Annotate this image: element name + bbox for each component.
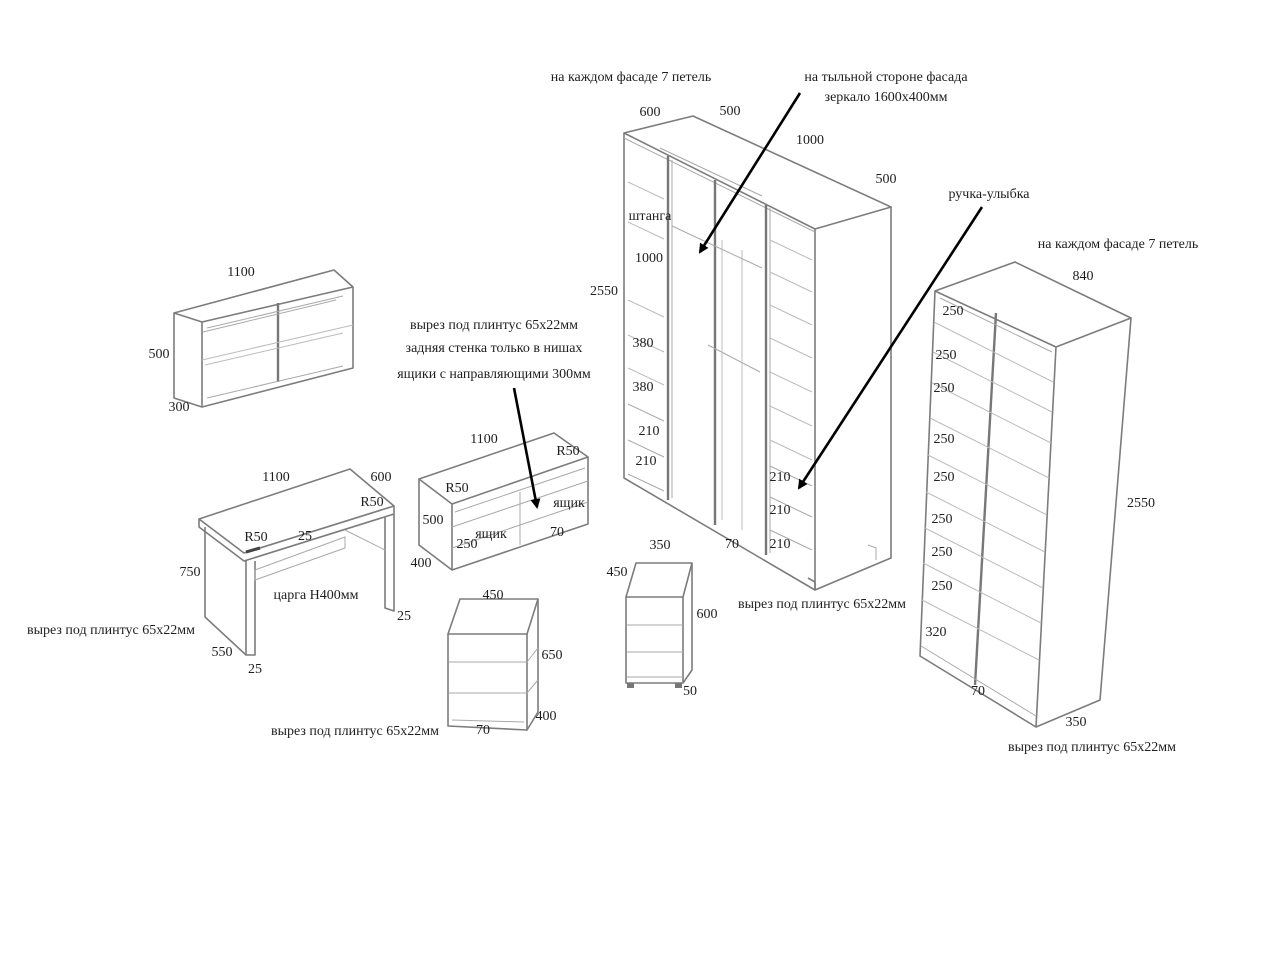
wardrobe-dim-600: 600 <box>640 105 661 120</box>
tall-cabinet-shelf-7: 250 <box>932 545 953 560</box>
labels: на каждом фасаде 7 петель на тыльной сто… <box>27 70 1198 755</box>
wardrobe-dim-1000-left: 1000 <box>635 251 663 266</box>
mirror-pointer-arrow <box>698 92 802 254</box>
tall-cabinet-shelf-5: 250 <box>934 470 955 485</box>
note-tv-line2: задняя стенка только в нишах <box>406 341 583 356</box>
tall-cabinet-dim-2550: 2550 <box>1127 496 1155 511</box>
pedestal <box>625 562 693 688</box>
tall-cabinet-dim-350: 350 <box>1066 715 1087 730</box>
desk-dim-25-top: 25 <box>298 529 312 544</box>
note-tv-line1: вырез под плинтус 65х22мм <box>410 318 578 333</box>
wardrobe-rod-label: штанга <box>629 209 673 224</box>
note-tv-line3: ящики с направляющими 300мм <box>397 367 591 382</box>
tall-cabinet-shelf-2: 250 <box>936 348 957 363</box>
tv-stand <box>418 432 589 571</box>
pedestal-dim-450: 450 <box>607 565 628 580</box>
tv-notes-pointer-arrow <box>512 387 541 509</box>
tall-cabinet-shelf-4: 250 <box>934 432 955 447</box>
wardrobe-dim-210-l1: 210 <box>639 424 660 439</box>
wardrobe-dim-380-a: 380 <box>633 336 654 351</box>
dresser-dim-450: 450 <box>483 588 504 603</box>
wall-shelf-dim-500: 500 <box>149 347 170 362</box>
wall-shelf-dim-300: 300 <box>169 400 190 415</box>
pedestal-dim-350: 350 <box>650 538 671 553</box>
desk-dim-25-bottom: 25 <box>248 662 262 677</box>
tv-stand-r50-right: R50 <box>556 444 579 459</box>
desk-dim-550: 550 <box>212 645 233 660</box>
wardrobe-dim-500-top: 500 <box>720 104 741 119</box>
tall-cabinet-dim-70: 70 <box>971 684 985 699</box>
wardrobe-dim-210-l2: 210 <box>636 454 657 469</box>
tall-cabinet-shelf-9: 320 <box>926 625 947 640</box>
wall-shelf <box>173 269 354 408</box>
dresser-plinth-note: вырез под плинтус 65х22мм <box>271 724 439 739</box>
tall-cabinet-plinth-note: вырез под плинтус 65х22мм <box>1008 740 1176 755</box>
desk-r50-left: R50 <box>244 530 267 545</box>
tall-cabinet-dim-840: 840 <box>1073 269 1094 284</box>
note-hinges-top: на каждом фасаде 7 петель <box>551 70 712 85</box>
wardrobe-dim-380-b: 380 <box>633 380 654 395</box>
note-handle: ручка-улыбка <box>948 187 1030 202</box>
handle-pointer-arrow <box>797 206 984 490</box>
tall-cabinet-shelf-6: 250 <box>932 512 953 527</box>
pedestal-dim-600: 600 <box>697 607 718 622</box>
tv-stand-drawer-left: ящик <box>475 527 507 542</box>
dresser-dim-650: 650 <box>542 648 563 663</box>
tall-cabinet <box>919 261 1132 728</box>
desk-r50-right: R50 <box>360 495 383 510</box>
note-mirror-line1: на тыльной стороне фасада <box>804 70 968 85</box>
tv-stand-dim-500: 500 <box>423 513 444 528</box>
wardrobe-dim-210-r2: 210 <box>770 503 791 518</box>
tv-stand-dim-250: 250 <box>457 537 478 552</box>
desk-dim-1100: 1100 <box>262 470 289 485</box>
dresser-dim-400: 400 <box>536 709 557 724</box>
dresser-dim-70: 70 <box>476 723 490 738</box>
desk-plinth-note: вырез под плинтус 65х22мм <box>27 623 195 638</box>
tv-stand-dim-400: 400 <box>411 556 432 571</box>
tv-stand-dim-70: 70 <box>550 525 564 540</box>
desk-rail-note: царга Н400мм <box>274 588 359 603</box>
desk-dim-25-right: 25 <box>397 609 411 624</box>
wall-shelf-dim-1100: 1100 <box>227 265 254 280</box>
note-mirror-line2: зеркало 1600х400мм <box>825 90 948 105</box>
pedestal-dim-50: 50 <box>683 684 697 699</box>
desk-dim-750: 750 <box>180 565 201 580</box>
dresser <box>447 598 539 731</box>
tall-cabinet-shelf-8: 250 <box>932 579 953 594</box>
tv-stand-r50-left: R50 <box>445 481 468 496</box>
annotation-arrows <box>512 92 984 509</box>
wardrobe-dim-2550: 2550 <box>590 284 618 299</box>
wardrobe-dim-210-r1: 210 <box>770 470 791 485</box>
tv-stand-dim-1100: 1100 <box>470 432 497 447</box>
wardrobe-dim-1000-top: 1000 <box>796 133 824 148</box>
desk-dim-600: 600 <box>371 470 392 485</box>
tv-stand-drawer-right: ящик <box>553 496 585 511</box>
note-hinges-right: на каждом фасаде 7 петель <box>1038 237 1199 252</box>
wardrobe-dim-70: 70 <box>725 537 739 552</box>
tall-cabinet-shelf-1: 250 <box>943 304 964 319</box>
wardrobe-dim-210-r3: 210 <box>770 537 791 552</box>
tall-cabinet-shelf-3: 250 <box>934 381 955 396</box>
wardrobe <box>623 115 892 591</box>
wardrobe-dim-500-right: 500 <box>876 172 897 187</box>
wardrobe-plinth-note: вырез под плинтус 65х22мм <box>738 597 906 612</box>
desk <box>198 468 395 656</box>
